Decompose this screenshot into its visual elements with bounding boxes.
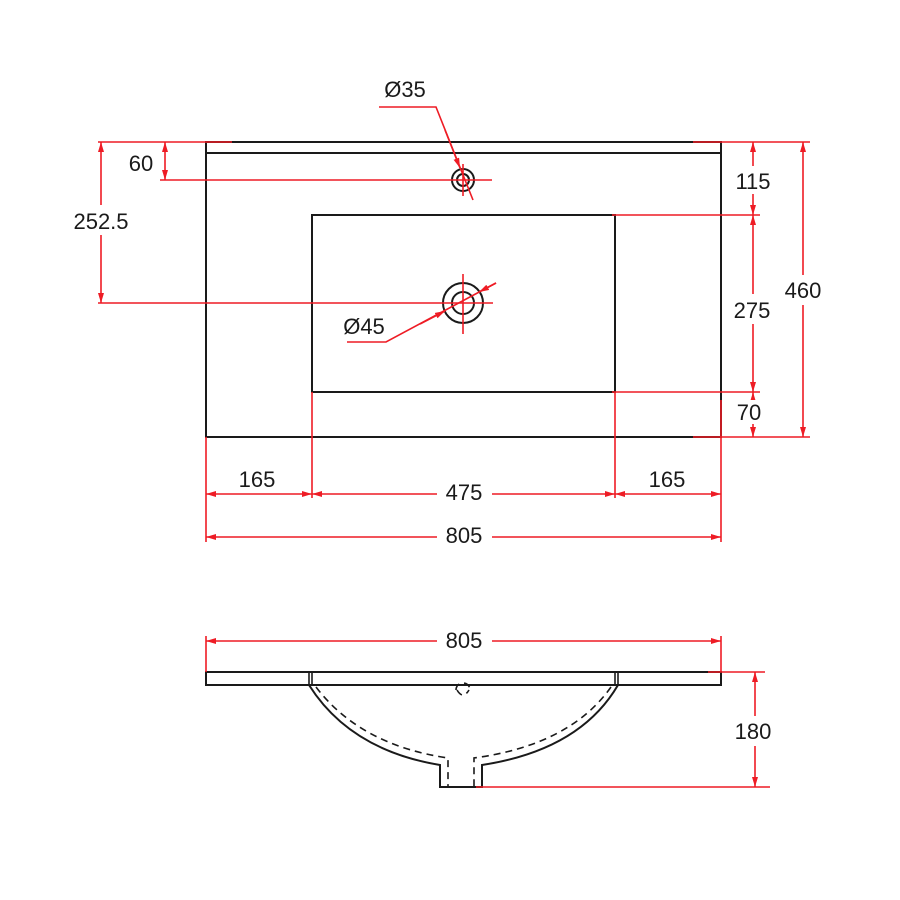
drain-hole-icon bbox=[436, 274, 493, 334]
dim-tap-hole-diameter: Ø35 bbox=[384, 77, 426, 102]
dim-right-margin: 165 bbox=[649, 467, 686, 492]
dim-drain-hole-diameter: Ø45 bbox=[343, 314, 385, 339]
dim-tap-from-back: 60 bbox=[129, 151, 153, 176]
dim-left-margin: 165 bbox=[239, 467, 276, 492]
dim-side-overall-height: 180 bbox=[735, 719, 772, 744]
dim-bowl-to-front: 70 bbox=[737, 400, 761, 425]
bowl-profile bbox=[308, 684, 619, 788]
dim-side-overall-width: 805 bbox=[446, 628, 483, 653]
basin-outline bbox=[205, 141, 722, 438]
side-view: 805 180 bbox=[205, 626, 780, 788]
top-view: 60 252.5 Ø35 Ø45 115 275 70 460 165 bbox=[66, 77, 828, 549]
dim-drain-from-back: 252.5 bbox=[73, 209, 128, 234]
tap-hole-icon bbox=[447, 164, 492, 196]
dim-overall-width: 805 bbox=[446, 523, 483, 548]
dim-overall-depth: 460 bbox=[785, 278, 822, 303]
slab-outline bbox=[205, 671, 722, 686]
dim-back-to-bowl: 115 bbox=[735, 169, 770, 194]
dim-bowl-depth: 275 bbox=[734, 298, 771, 323]
dim-bowl-width: 475 bbox=[446, 480, 483, 505]
